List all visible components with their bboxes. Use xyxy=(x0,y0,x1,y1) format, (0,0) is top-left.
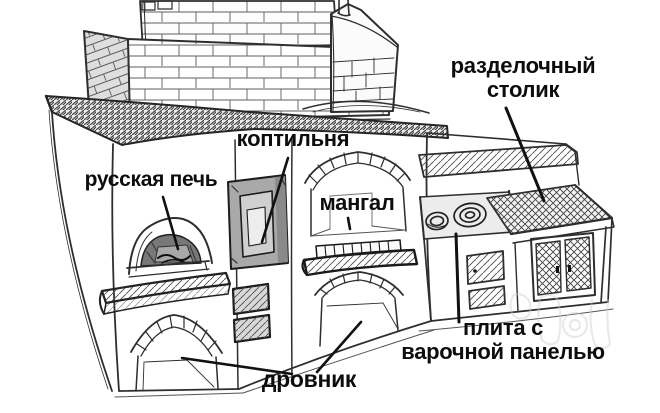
leader-lines xyxy=(161,106,546,376)
wood-arch-left xyxy=(130,314,223,392)
mangal-arch xyxy=(304,151,411,237)
cornice-slab xyxy=(44,94,449,146)
wood-arch-right xyxy=(314,271,404,347)
chimney-skirt xyxy=(302,100,430,114)
leader-russian-oven xyxy=(161,195,180,251)
vents xyxy=(231,282,272,344)
chimney-cap xyxy=(330,3,399,113)
label-stove-panel-line2: варочной панелью xyxy=(401,339,605,364)
label-wood-storage: дровник xyxy=(261,366,357,392)
burner-large xyxy=(453,202,487,228)
ground-lines xyxy=(114,308,614,398)
mangal-niche xyxy=(310,187,407,237)
label-stove-panel-line1: плита с xyxy=(462,315,544,340)
oven-sill xyxy=(126,260,210,278)
label-cutting-table-line1: разделочный xyxy=(450,53,596,78)
leader-stove-panel xyxy=(454,232,461,324)
leader-cutting-table xyxy=(504,106,546,203)
mangal-shelf xyxy=(301,239,419,277)
right-section xyxy=(418,132,615,322)
drawer-lower xyxy=(468,285,506,310)
watermark xyxy=(509,292,612,350)
door-handle-right xyxy=(568,265,571,272)
left-side-edge xyxy=(51,111,113,392)
label-cutting-table-line2: столик xyxy=(486,77,560,102)
oven-arch xyxy=(128,217,213,275)
burner-small xyxy=(425,211,449,231)
smokehouse-door xyxy=(227,174,289,270)
label-stove-panel: плита с варочной панелью xyxy=(401,315,605,364)
label-smokehouse: коптильня xyxy=(236,126,350,151)
leader-mangal xyxy=(346,216,352,231)
label-mangal: мангал xyxy=(319,190,395,215)
leader-wood-storage-right xyxy=(315,320,363,374)
oven-mouth xyxy=(140,233,202,267)
chimney-box-front xyxy=(127,38,391,125)
chimney-rear-stack xyxy=(139,0,338,52)
label-russian-oven: русская печь xyxy=(84,168,218,191)
leader-smokehouse xyxy=(260,156,290,244)
door-handle-left xyxy=(556,266,559,273)
upper-ledge xyxy=(418,132,580,186)
mantel-shelf xyxy=(98,271,232,315)
russian-oven xyxy=(126,217,213,278)
chimney-pipe xyxy=(337,0,351,17)
drawer-upper xyxy=(466,250,505,285)
leader-wood-storage-left xyxy=(180,356,294,376)
cabinet-doors xyxy=(530,232,596,302)
cabinet xyxy=(423,217,613,322)
label-cutting-table: разделочный столик xyxy=(451,54,596,102)
